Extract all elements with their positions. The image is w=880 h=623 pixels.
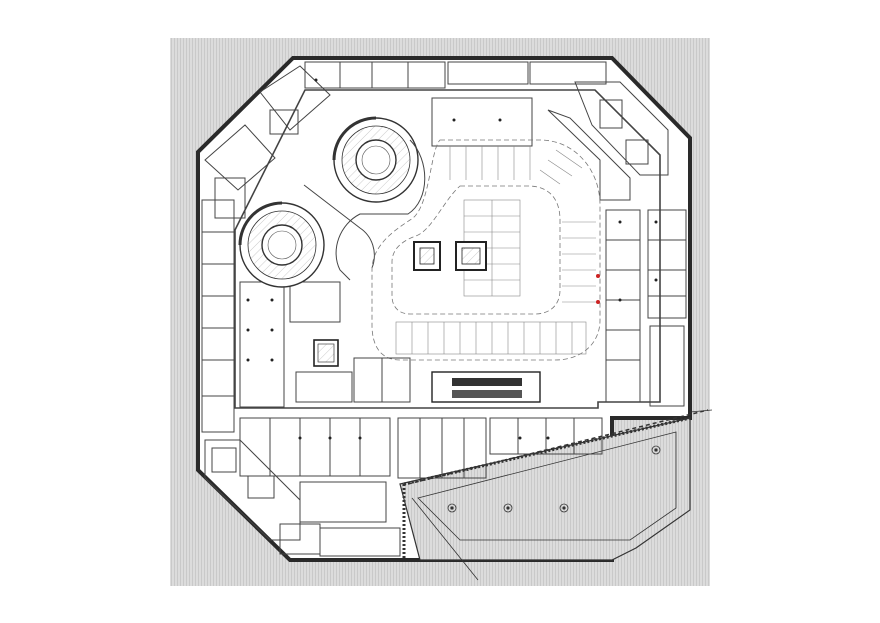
parking-stalls-right xyxy=(562,221,596,303)
stair-core-right xyxy=(455,241,487,271)
site-boundary-line xyxy=(689,409,713,413)
perimeter-wall-hatch xyxy=(403,416,691,486)
upper-right-wing xyxy=(547,81,669,201)
structural-columns xyxy=(246,78,658,440)
marker-point xyxy=(596,274,600,278)
parcel-columns xyxy=(447,445,661,513)
curved-access-ramp xyxy=(303,184,375,269)
marker-point xyxy=(596,300,600,304)
upper-spiral-ramp xyxy=(332,116,419,203)
service-rooms xyxy=(295,357,411,403)
parking-stalls-top xyxy=(449,146,583,185)
site-boundary-line xyxy=(411,497,479,581)
vehicle-ramp xyxy=(431,371,541,403)
left-room-band xyxy=(201,199,341,433)
curved-access-ramp xyxy=(335,139,426,281)
site-boundary-line xyxy=(407,409,709,485)
stair-core-lower xyxy=(313,339,339,367)
right-room-band xyxy=(605,209,687,407)
upper-left-wing xyxy=(204,65,331,219)
bottom-room-band xyxy=(239,417,603,557)
parking-stalls-bottom xyxy=(395,321,587,355)
stair-core-left xyxy=(413,241,441,271)
parking-loop-outer xyxy=(371,139,601,361)
parcel-inner-outline xyxy=(417,431,677,541)
inner-corridor-outline xyxy=(234,89,661,409)
lower-spiral-ramp xyxy=(238,201,325,288)
parking-loop-inner xyxy=(391,185,561,315)
